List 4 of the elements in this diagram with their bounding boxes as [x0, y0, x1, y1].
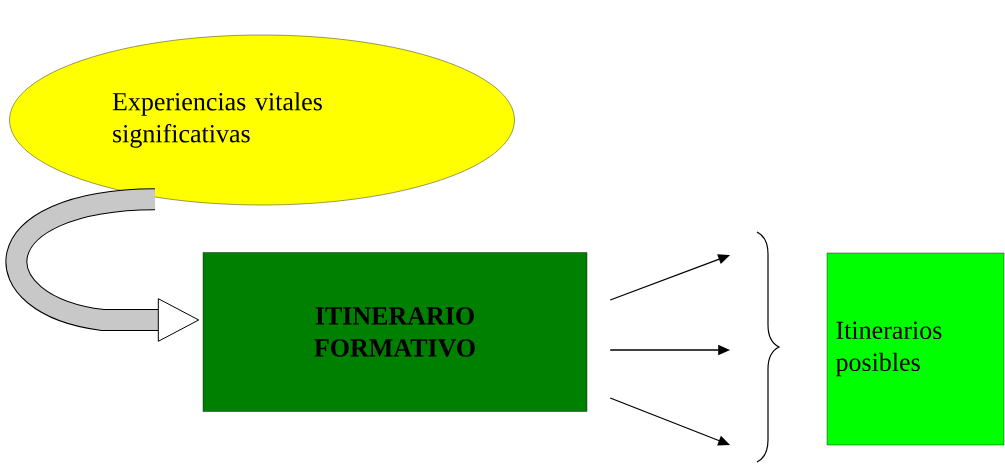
ellipse-bubble: Experiencias vitales significativas	[9, 34, 515, 206]
curved-block-arrow	[6, 188, 200, 342]
process-box: ITINERARIO FORMATIVO	[202, 252, 588, 412]
result-box: Itinerarios posibles	[826, 252, 1005, 446]
